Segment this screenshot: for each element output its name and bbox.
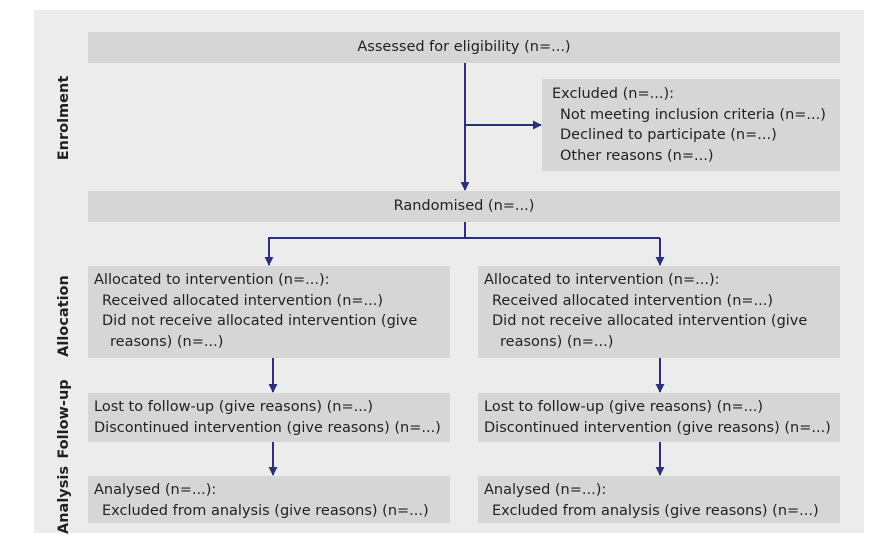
excluded-item: Declined to participate (n=...) [560, 127, 777, 143]
allocation-received: Received allocated intervention (n=...) [102, 292, 384, 309]
allocation-title: Allocated to intervention (n=...): [484, 272, 720, 288]
allocation-not-received-cont: reasons) (n=...) [110, 333, 224, 350]
followup-lost: Lost to follow-up (give reasons) (n=...) [94, 399, 374, 415]
allocation-not-received: Did not receive allocated intervention (… [102, 313, 418, 329]
followup-discontinued: Discontinued intervention (give reasons)… [484, 419, 831, 436]
excluded-box: Excluded (n=...): Not meeting inclusion … [542, 79, 840, 171]
allocation-not-received-cont: reasons) (n=...) [500, 333, 614, 350]
analysis-box-right: Analysed (n=...): Excluded from analysis… [478, 476, 840, 523]
assessed-box: Assessed for eligibility (n=...) [88, 32, 840, 63]
randomised-box: Randomised (n=...) [88, 191, 840, 222]
followup-box-left: Lost to follow-up (give reasons) (n=...)… [88, 393, 450, 442]
analysis-analysed: Analysed (n=...): [484, 482, 607, 498]
analysis-analysed: Analysed (n=...): [94, 482, 217, 498]
allocation-box-left: Allocated to intervention (n=...): Recei… [88, 266, 450, 358]
allocation-title: Allocated to intervention (n=...): [94, 272, 330, 288]
followup-box-right: Lost to follow-up (give reasons) (n=...)… [478, 393, 840, 442]
followup-lost: Lost to follow-up (give reasons) (n=...) [484, 399, 764, 415]
assessed-text: Assessed for eligibility (n=...) [357, 39, 571, 55]
allocation-box-right: Allocated to intervention (n=...): Recei… [478, 266, 840, 358]
excluded-item: Not meeting inclusion criteria (n=...) [560, 106, 826, 123]
followup-discontinued: Discontinued intervention (give reasons)… [94, 419, 441, 436]
excluded-title: Excluded (n=...): [552, 86, 674, 102]
allocation-received: Received allocated intervention (n=...) [492, 292, 774, 309]
excluded-item: Other reasons (n=...) [560, 147, 714, 164]
analysis-box-left: Analysed (n=...): Excluded from analysis… [88, 476, 450, 523]
analysis-excluded: Excluded from analysis (give reasons) (n… [102, 502, 429, 519]
analysis-excluded: Excluded from analysis (give reasons) (n… [492, 502, 819, 519]
allocation-not-received: Did not receive allocated intervention (… [492, 313, 808, 329]
randomised-text: Randomised (n=...) [393, 198, 535, 214]
